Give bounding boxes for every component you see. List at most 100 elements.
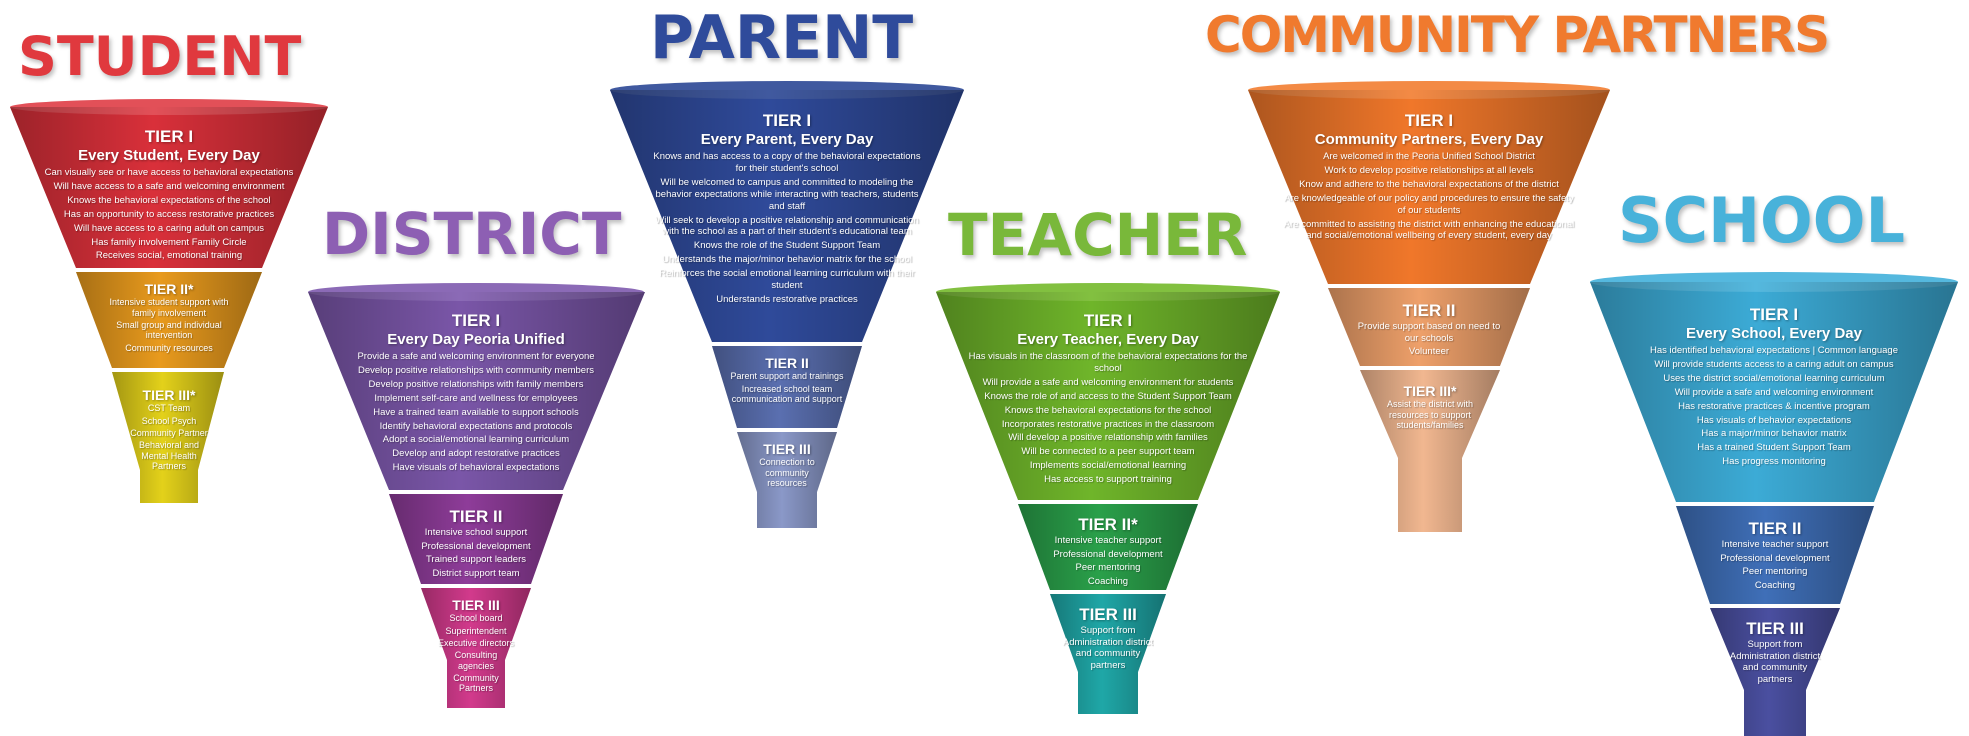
list-item: Uses the district social/emotional learn… bbox=[1663, 372, 1885, 384]
list-item: Has restorative practices & incentive pr… bbox=[1678, 400, 1870, 412]
list-item: Identify behavioral expectations and pro… bbox=[379, 420, 573, 432]
list-item: Professional development bbox=[1053, 548, 1163, 560]
community-tier3-label: TIER III* bbox=[1403, 384, 1457, 399]
list-item: Knows and has access to a copy of the be… bbox=[653, 151, 921, 175]
student-tier2-label: TIER II* bbox=[144, 282, 194, 297]
community-partners-funnel bbox=[1248, 81, 1610, 532]
community-tier2-label: TIER II bbox=[1402, 302, 1456, 320]
list-item: Professional development bbox=[1720, 552, 1830, 564]
list-item: Community resources bbox=[125, 342, 213, 353]
school-tier1: TIER I Every School, Every Day Has ident… bbox=[1620, 306, 1928, 500]
list-item: Will seek to develop a positive relation… bbox=[655, 214, 919, 238]
list-item: Executive directors bbox=[437, 638, 515, 649]
list-item: Will provide a safe and welcoming enviro… bbox=[982, 376, 1234, 388]
list-item: Has an opportunity to access restorative… bbox=[63, 208, 275, 220]
list-item: Will have access to a caring adult on ca… bbox=[73, 222, 265, 234]
community-tier1-subtitle: Community Partners, Every Day bbox=[1314, 130, 1544, 148]
parent-title: PARENT bbox=[650, 3, 914, 73]
list-item: Knows the behavioral expectations of the… bbox=[67, 194, 271, 206]
list-item: Develop positive relationships with comm… bbox=[357, 365, 594, 377]
list-item: Has progress monitoring bbox=[1722, 456, 1826, 468]
student-tier1-label: TIER I bbox=[144, 128, 194, 146]
parent-tier1-subtitle: Every Parent, Every Day bbox=[700, 130, 874, 148]
student-tier3: TIER III* CST Team School Psych Communit… bbox=[126, 388, 212, 500]
list-item: Community Partner bbox=[130, 428, 208, 439]
list-item: Peer mentoring bbox=[1075, 562, 1141, 574]
list-item: Support from Administration district and… bbox=[1729, 638, 1821, 686]
district-funnel bbox=[308, 283, 645, 708]
district-tier1: TIER I Every Day Peoria Unified Provide … bbox=[330, 312, 622, 488]
list-item: Provide support based on need to our sch… bbox=[1357, 320, 1501, 344]
list-item: Develop positive relationships with fami… bbox=[368, 378, 584, 390]
district-tier2-label: TIER II bbox=[449, 508, 503, 526]
school-tier1-subtitle: Every School, Every Day bbox=[1686, 324, 1862, 342]
parent-funnel bbox=[610, 81, 964, 528]
list-item: Consulting agencies bbox=[454, 650, 498, 671]
community-tier1-label: TIER I bbox=[1404, 112, 1454, 130]
community-tier2: TIER II Provide support based on need to… bbox=[1350, 302, 1508, 366]
list-item: Small group and individual intervention bbox=[116, 320, 222, 341]
school-tier1-label: TIER I bbox=[1749, 306, 1799, 324]
district-tier1-label: TIER I bbox=[451, 312, 501, 330]
teacher-tier1-subtitle: Every Teacher, Every Day bbox=[1017, 330, 1199, 348]
list-item: Adopt a social/emotional learning curric… bbox=[382, 434, 570, 446]
list-item: Work to develop positive relationships a… bbox=[1324, 165, 1534, 177]
list-item: Has visuals in the classroom of the beha… bbox=[968, 351, 1248, 375]
district-tier3-label: TIER III bbox=[452, 598, 500, 613]
list-item: Incorporates restorative practices in th… bbox=[1001, 418, 1215, 430]
list-item: Have visuals of behavioral expectations bbox=[392, 462, 560, 474]
student-tier2: TIER II* Intensive student support with … bbox=[100, 282, 238, 364]
list-item: Will be connected to a peer support team bbox=[1021, 446, 1195, 458]
list-item: Implements social/emotional learning bbox=[1029, 460, 1187, 472]
school-title: SCHOOL bbox=[1618, 184, 1905, 257]
list-item: Connection to community resources bbox=[759, 457, 815, 489]
school-tier3-label: TIER III bbox=[1746, 620, 1804, 638]
list-item: Intensive student support with family in… bbox=[109, 297, 229, 318]
teacher-tier1-label: TIER I bbox=[1083, 312, 1133, 330]
teacher-tier2: TIER II* Intensive teacher support Profe… bbox=[1034, 516, 1182, 590]
list-item: Knows the behavioral expectations for th… bbox=[1004, 404, 1212, 416]
school-tier2: TIER II Intensive teacher support Profes… bbox=[1696, 520, 1854, 604]
school-tier2-label: TIER II bbox=[1748, 520, 1802, 538]
list-item: Knows the role of the Student Support Te… bbox=[693, 240, 881, 252]
list-item: Will provide a safe and welcoming enviro… bbox=[1674, 386, 1874, 398]
list-item: Are committed to assisting the district … bbox=[1283, 218, 1575, 242]
list-item: Has family involvement Family Circle bbox=[91, 236, 247, 248]
list-item: Will develop a positive relationship wit… bbox=[1008, 432, 1208, 444]
list-item: Has access to support training bbox=[1044, 474, 1172, 486]
student-funnel bbox=[10, 99, 328, 503]
parent-tier1-label: TIER I bbox=[762, 112, 812, 130]
list-item: Reinforces the social emotional learning… bbox=[659, 268, 915, 291]
list-item: School Psych bbox=[141, 415, 197, 426]
parent-tier3-label: TIER III bbox=[763, 442, 811, 457]
list-item: Volunteer bbox=[1408, 346, 1450, 358]
list-item: Know and adhere to the behavioral expect… bbox=[1299, 178, 1559, 190]
list-item: Can visually see or have access to behav… bbox=[44, 167, 294, 179]
list-item: Has identified behavioral expectations |… bbox=[1649, 345, 1899, 357]
community-tier3: TIER III* Assist the district with resou… bbox=[1372, 384, 1488, 464]
list-item: Support from Administration district and… bbox=[1062, 624, 1154, 672]
list-item: Parent support and trainings bbox=[730, 371, 844, 382]
teacher-tier3-label: TIER III bbox=[1079, 606, 1137, 624]
list-item: Increased school team communication and … bbox=[731, 383, 843, 405]
list-item: Has visuals of behavior expectations bbox=[1696, 414, 1852, 426]
list-item: CST Team bbox=[147, 403, 191, 414]
teacher-funnel bbox=[936, 283, 1280, 714]
parent-tier2-label: TIER II bbox=[765, 356, 809, 371]
list-item: Coaching bbox=[1754, 580, 1796, 592]
parent-tier3: TIER III Connection to community resourc… bbox=[745, 442, 829, 526]
teacher-tier2-label: TIER II* bbox=[1078, 516, 1138, 534]
list-item: Community Partners bbox=[453, 673, 499, 694]
list-item: Trained support leaders bbox=[426, 554, 526, 566]
community-tier1: TIER I Community Partners, Every Day Are… bbox=[1282, 112, 1576, 282]
school-tier3: TIER III Support from Administration dis… bbox=[1728, 620, 1822, 734]
list-item: Provide a safe and welcoming environment… bbox=[357, 351, 595, 363]
list-item: Will be welcomed to campus and committed… bbox=[655, 176, 919, 212]
list-item: Coaching bbox=[1087, 576, 1129, 588]
list-item: Implement self-care and wellness for emp… bbox=[374, 392, 578, 404]
list-item: Have a trained team available to support… bbox=[373, 406, 579, 418]
student-tier1-subtitle: Every Student, Every Day bbox=[78, 146, 260, 164]
list-item: Intensive teacher support bbox=[1054, 534, 1162, 546]
student-tier1: TIER I Every Student, Every Day Can visu… bbox=[40, 128, 298, 266]
list-item: Behavioral and Mental Health Partners bbox=[138, 440, 200, 472]
